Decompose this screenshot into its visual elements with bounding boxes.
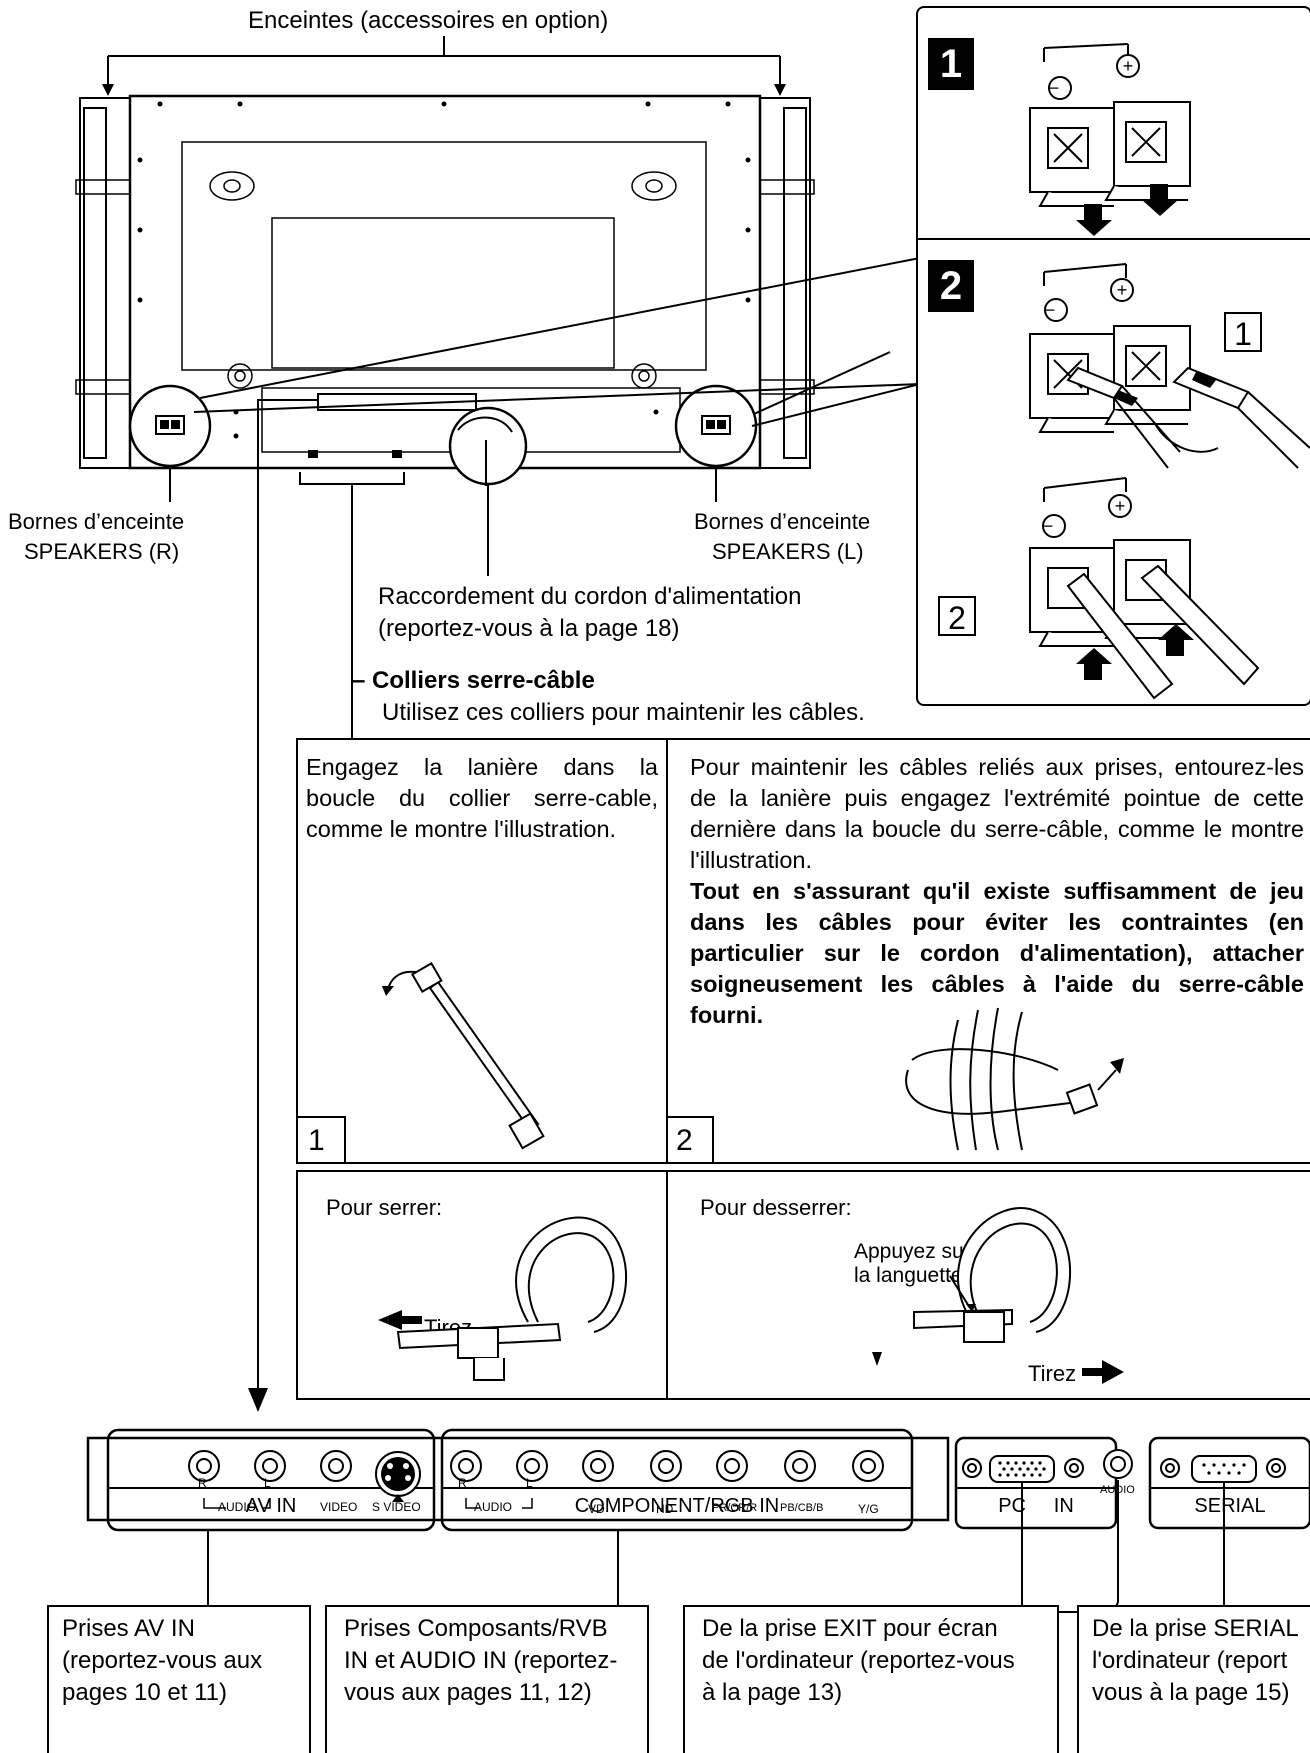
power-cord-label-line2: (reportez-vous à la page 18) — [378, 615, 680, 642]
clamp-step2-number: 2 — [666, 1116, 714, 1162]
press-tab-label-line1: Appuyez sur — [854, 1240, 971, 1263]
av-r-label: R — [198, 1476, 207, 1490]
comp-pr-label: PR/CR/R — [712, 1502, 758, 1514]
power-cord-label-line1: Raccordement du cordon d'alimentation — [378, 583, 802, 610]
tighten-title: Pour serrer: — [326, 1195, 443, 1220]
pc-in-title: PC IN — [998, 1495, 1074, 1517]
callout-serial-line2: l'ordinateur (report — [1092, 1647, 1288, 1674]
clamp-step1-text: Engagez la lanière dans la boucle du col… — [306, 754, 658, 842]
step1-plus-sign: + — [1123, 56, 1134, 76]
clamp-step2-text: Pour maintenir les câbles reliés aux pri… — [690, 754, 1304, 873]
step2-minus-sign: − — [1045, 300, 1056, 320]
comp-hd-label: HD — [656, 1502, 674, 1516]
callout-serial-line1: De la prise SERIAL — [1092, 1615, 1299, 1642]
pc-audio-label: AUDIO — [1100, 1484, 1135, 1496]
av-svideo-label: S VIDEO — [372, 1500, 421, 1514]
callout-pc-line3: à la page 13) — [702, 1679, 843, 1706]
callout-comp-line3: vous aux pages 11, 12) — [344, 1679, 592, 1706]
callout-av-line2: (reportez-vous aux — [62, 1647, 263, 1674]
clamp-desc: Utilisez ces colliers pour maintenir les… — [382, 699, 865, 726]
speaker-connection-steps: 1 2 1 2 − + — [916, 6, 1310, 706]
step2-plus-sign: + — [1117, 280, 1128, 300]
comp-l-label: L — [526, 1476, 533, 1490]
terminal-r-label-line2: SPEAKERS (R) — [24, 539, 180, 564]
terminal-l-label-line1: Bornes d’enceinte — [694, 509, 871, 534]
speakers-title: Enceintes (accessoires en option) — [248, 7, 609, 34]
av-video-label: VIDEO — [320, 1500, 358, 1514]
press-tab-label-line2: la languette — [854, 1264, 963, 1287]
clamp-step2-warning: Tout en s'assurant qu'il existe suffisam… — [690, 878, 1304, 1028]
loosen-pull-label: Tirez — [1028, 1361, 1077, 1386]
comp-audio-label: AUDIO — [474, 1500, 513, 1514]
loosen-title: Pour desserrer: — [700, 1195, 852, 1220]
comp-yg-label: Y/G — [858, 1502, 879, 1516]
comp-r-label: R — [458, 1476, 467, 1490]
comp-pb-label: PB/CB/B — [780, 1502, 824, 1514]
step1-minus-sign: − — [1049, 78, 1060, 98]
tighten-illustrations — [378, 1207, 1124, 1384]
sub-step-1-box: 1 — [1224, 312, 1262, 352]
clamp-instructions-panel: Engagez la lanière dans la boucle du col… — [296, 738, 1310, 1164]
step-2-badge: 2 — [928, 260, 974, 312]
callout-av-line3: pages 10 et 11) — [62, 1679, 228, 1706]
serial-title: SERIAL — [1194, 1495, 1266, 1517]
terminal-l-label-line2: SPEAKERS (L) — [712, 539, 864, 564]
callout-serial-line3: vous à la page 15) — [1092, 1679, 1290, 1706]
clamp-step1-number: 1 — [298, 1116, 346, 1162]
step2b-plus-sign: + — [1115, 496, 1126, 516]
clamp-illustrations — [382, 961, 1124, 1151]
step2b-minus-sign: − — [1043, 516, 1054, 536]
av-audio-label: AUDIO — [218, 1500, 257, 1514]
av-l-label: L — [264, 1476, 271, 1490]
callout-comp-line2: IN et AUDIO IN (reportez- — [344, 1647, 618, 1674]
component-rgb-in-title: COMPONENT/RGB IN — [574, 1495, 780, 1517]
tighten-loosen-panel: Pour serrer: Tirez Pour desserrer: Appuy… — [296, 1170, 1310, 1400]
step-1-badge: 1 — [928, 38, 974, 90]
clamp-title: – Colliers serre-câble — [352, 667, 595, 694]
callout-av-line1: Prises AV IN — [62, 1615, 195, 1642]
terminal-r-label-line1: Bornes d’enceinte — [8, 509, 185, 534]
comp-vd-label: VD — [588, 1502, 605, 1516]
callout-comp-line1: Prises Composants/RVB — [344, 1615, 608, 1642]
callout-pc-line2: de l'ordinateur (reportez-vous — [702, 1647, 1015, 1674]
sub-step-2-box: 2 — [938, 596, 976, 636]
av-in-title: AV IN — [245, 1495, 297, 1517]
callout-pc-line1: De la prise EXIT pour écran — [702, 1615, 998, 1642]
terminal-illustrations: − + − + — [1029, 43, 1310, 700]
